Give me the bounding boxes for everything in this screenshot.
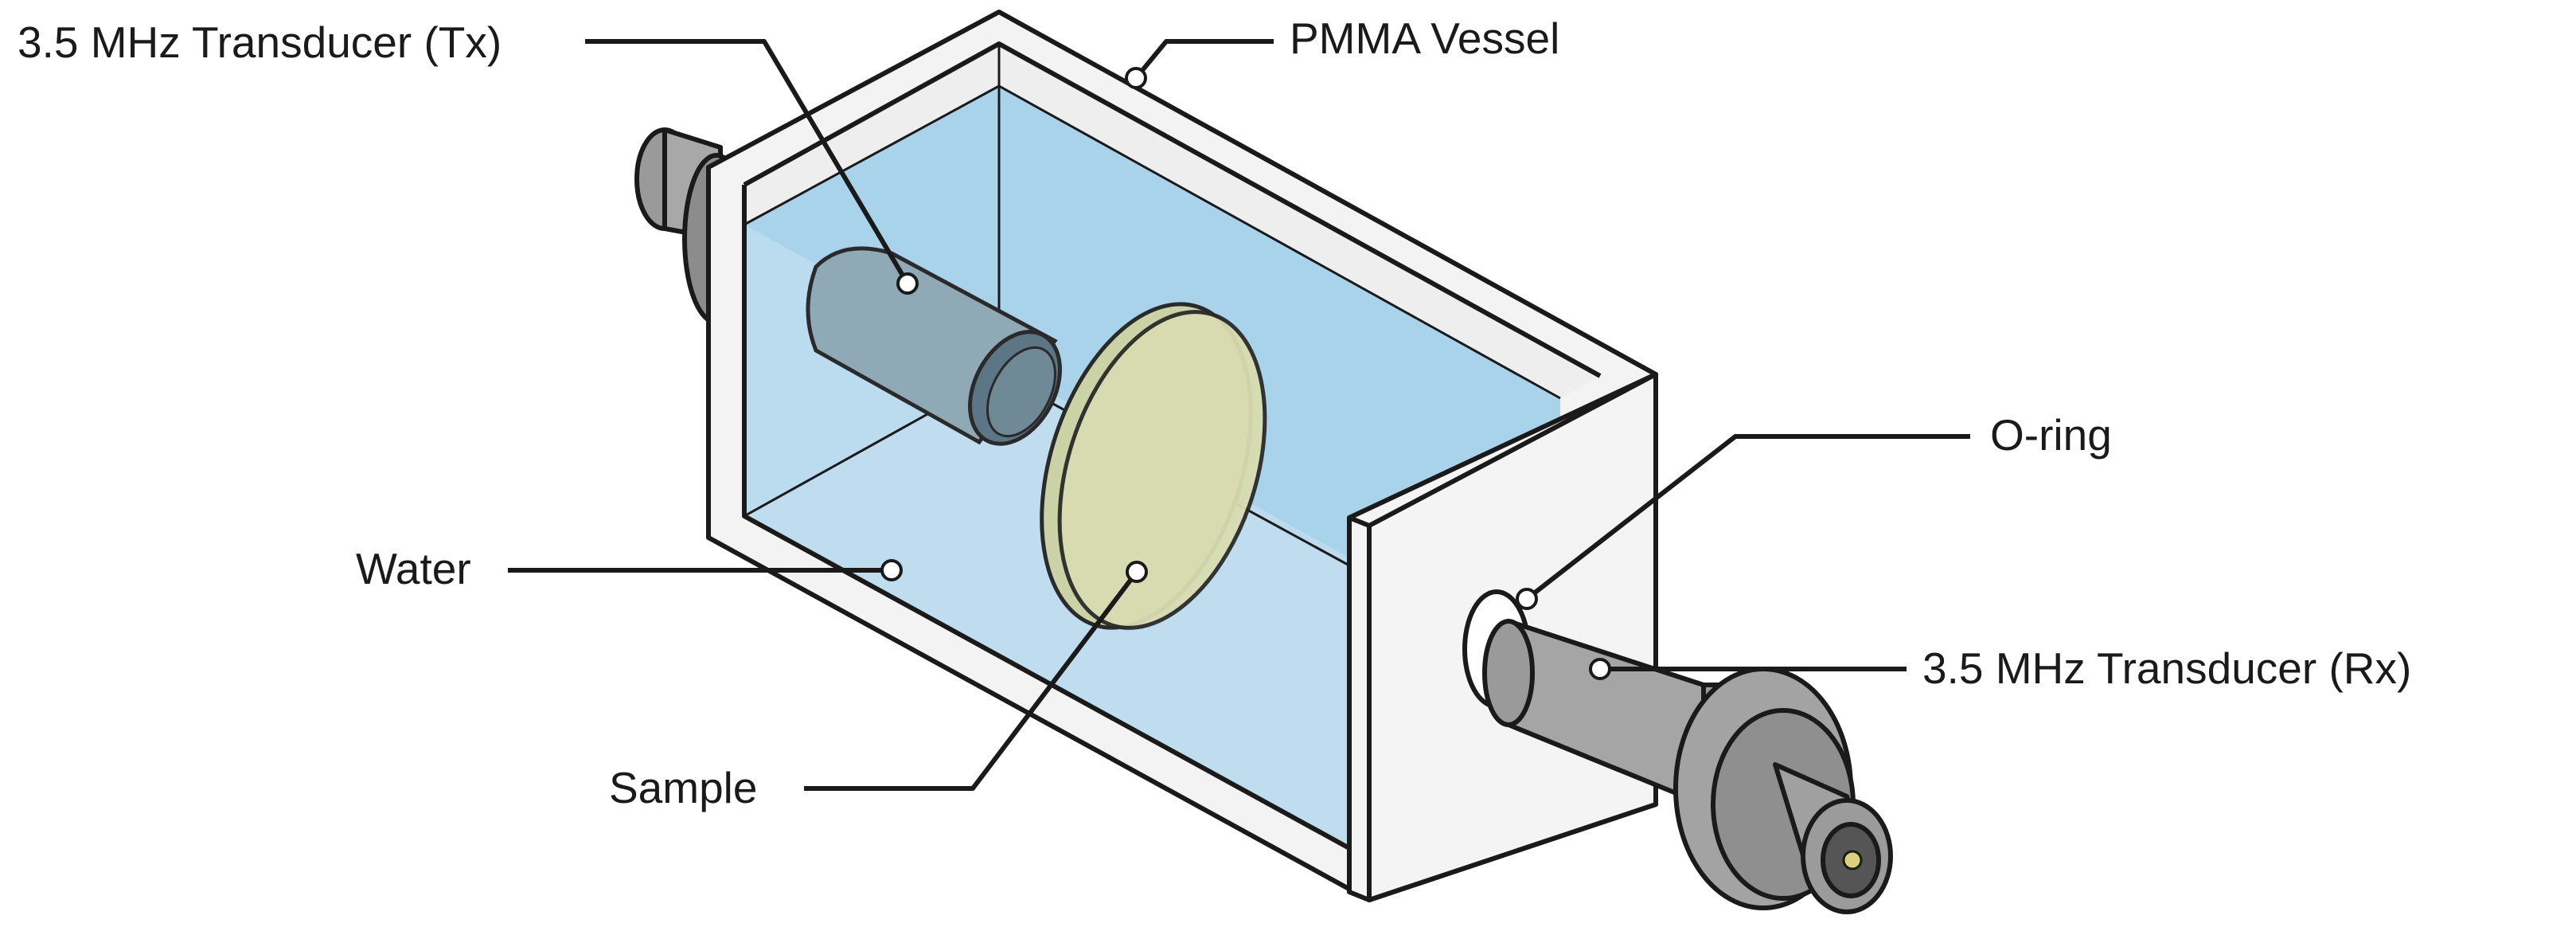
sample-disc <box>1040 302 1267 630</box>
label-transducer-tx: 3.5 MHz Transducer (Tx) <box>18 18 502 67</box>
tx-transducer <box>806 246 1062 446</box>
leader-sample <box>804 570 1139 791</box>
callout-dot-water <box>880 559 903 581</box>
leader-transducer-tx <box>585 39 910 285</box>
label-pmma-vessel: PMMA Vessel <box>1290 14 1559 63</box>
label-transducer-rx: 3.5 MHz Transducer (Rx) <box>1922 644 2411 693</box>
callout-dot-o-ring <box>1516 588 1538 610</box>
callout-dot-sample <box>1126 561 1148 583</box>
callout-dot-transducer-tx <box>896 272 919 295</box>
callout-dot-pmma-vessel <box>1125 67 1147 89</box>
callout-dot-transducer-rx <box>1589 658 1611 680</box>
leader-pmma-vessel <box>1134 39 1274 80</box>
label-water: Water <box>356 544 471 593</box>
label-sample: Sample <box>609 763 757 812</box>
leader-o-ring <box>1525 434 1970 601</box>
rx-transducer <box>1482 619 1893 914</box>
label-o-ring: O-ring <box>1990 410 2112 460</box>
